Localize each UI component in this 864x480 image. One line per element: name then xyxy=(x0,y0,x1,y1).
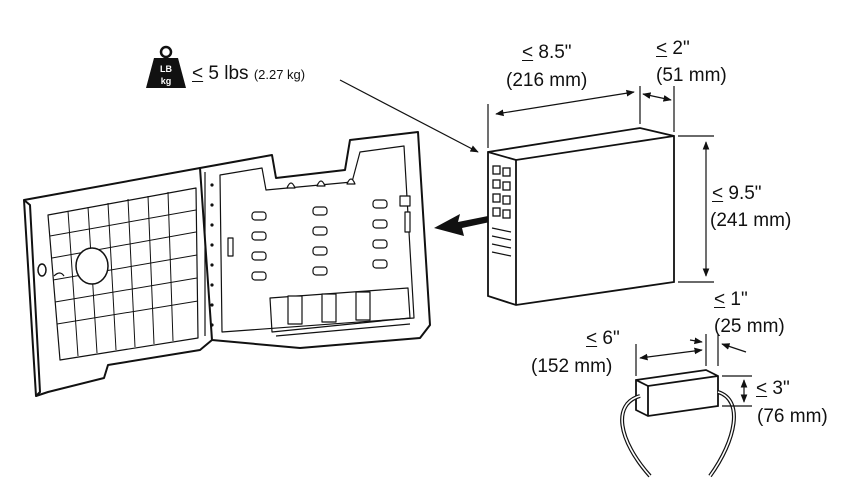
device-height-metric: (241 mm) xyxy=(710,210,792,231)
weight-metric: (2.27 kg) xyxy=(253,67,306,82)
weight-symbol: < xyxy=(192,63,204,84)
weight-label: < 5 lbs (2.27 kg) xyxy=(192,63,305,86)
device-width-symbol: < xyxy=(522,42,534,63)
device-vent-lines xyxy=(491,227,512,257)
enclosure-door xyxy=(23,167,213,397)
device-depth-value: 2" xyxy=(672,38,690,59)
psu-depth-label: < 1" xyxy=(714,289,748,311)
device-height-value: 9.5" xyxy=(728,183,762,204)
psu-height-metric: (76 mm) xyxy=(757,406,828,427)
weight-icon: LB kg xyxy=(146,45,186,88)
power-supply xyxy=(620,369,736,478)
device-depth-label: < 2" xyxy=(656,38,690,60)
psu-height-value: 3" xyxy=(772,378,790,399)
device-depth-symbol: < xyxy=(656,38,668,59)
device-height-label: < 9.5" xyxy=(712,183,762,205)
enclosure xyxy=(23,131,431,397)
psu-height-symbol: < xyxy=(756,378,768,399)
psu-depth-value: 1" xyxy=(730,289,748,310)
psu-height-label: < 3" xyxy=(756,378,790,400)
psu-width-value: 6" xyxy=(602,328,620,349)
weight-value: 5 lbs xyxy=(208,63,249,84)
device-width-metric: (216 mm) xyxy=(506,70,588,91)
enclosure-back-panel xyxy=(199,131,431,349)
weight-icon-text-bottom: kg xyxy=(161,76,172,86)
psu-width-symbol: < xyxy=(586,328,598,349)
device-box xyxy=(487,127,675,306)
device-indicator-lights xyxy=(492,165,511,219)
device-width-value: 8.5" xyxy=(538,42,572,63)
device-height-symbol: < xyxy=(712,183,724,204)
psu-width-metric: (152 mm) xyxy=(531,356,613,377)
device-width-label: < 8.5" xyxy=(522,42,572,64)
psu-depth-symbol: < xyxy=(714,289,726,310)
weight-icon-text-top: LB xyxy=(160,64,172,74)
psu-depth-metric: (25 mm) xyxy=(714,316,785,337)
psu-width-label: < 6" xyxy=(586,328,620,350)
device-depth-metric: (51 mm) xyxy=(656,65,727,86)
insert-arrow-icon xyxy=(434,214,490,236)
